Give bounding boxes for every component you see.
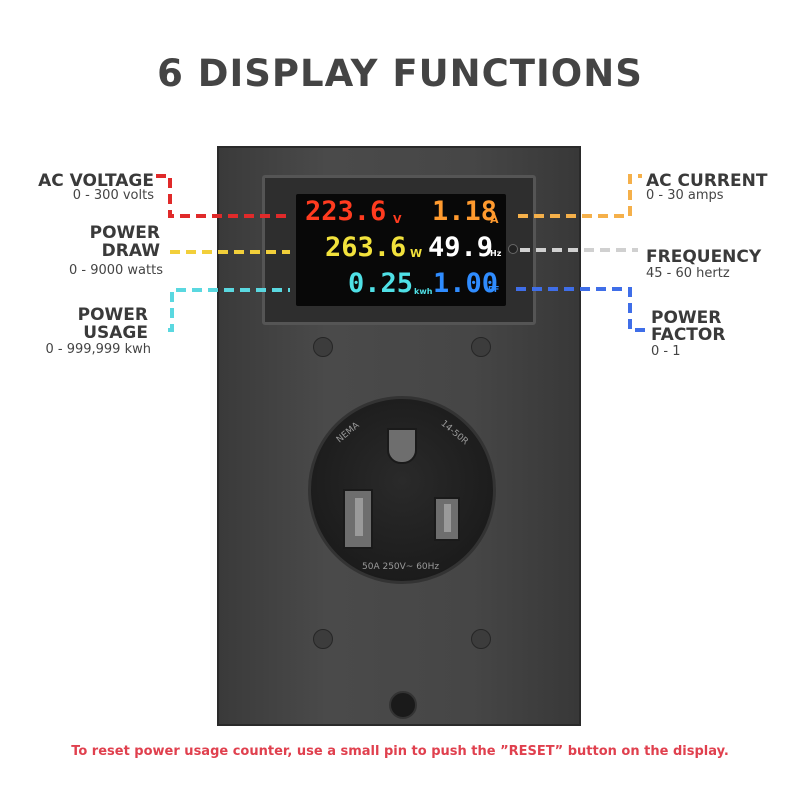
voltage-reading: 223.6 [305,196,387,227]
power-usage-range: 0 - 999,999 kwh [45,342,151,357]
screw [389,691,417,719]
pf-reading: 1.00 [433,268,499,299]
power-factor-label-line2: FACTOR [651,325,726,345]
power-unit: W [410,247,423,260]
energy-unit: kwh [414,287,433,296]
power-factor-callout-line [516,287,645,332]
ac-voltage-label: AC VOLTAGE [38,171,154,191]
mount-hole-top-left [313,337,333,357]
right-slot-contact [444,504,451,532]
voltage-callout-line [156,174,288,218]
nema-socket [308,396,496,584]
power-usage-label-line2: USAGE [83,323,148,343]
power-draw-label-line2: DRAW [101,241,160,261]
power-draw-range: 0 - 9000 watts [68,263,163,278]
reset-button[interactable] [508,244,518,254]
mount-hole-bottom-right [471,629,491,649]
ac-current-range: 0 - 30 amps [646,188,724,203]
reset-instruction: To reset power usage counter, use a smal… [71,744,729,759]
power-factor-range: 0 - 1 [651,344,681,359]
current-reading: 1.18 [432,196,498,227]
frequency-reading: 49.9 [428,232,494,263]
mount-hole-top-right [471,337,491,357]
power-factor-label-line1: POWER [651,308,722,328]
socket-text-bottom: 50A 250V~ 60Hz [362,562,440,572]
power-reading: 263.6 [325,232,407,263]
frequency-label: FREQUENCY [646,247,762,267]
power-draw-label-line1: POWER [89,223,160,243]
ac-voltage-range: 0 - 300 volts [72,188,154,203]
pf-unit: PF [488,285,500,294]
frequency-range: 45 - 60 hertz [646,266,730,281]
power-usage-callout-line [168,288,290,332]
display-screen [296,194,506,306]
energy-reading: 0.25 [348,268,414,299]
mount-hole-bottom-left [313,629,333,649]
ground-slot [387,428,417,464]
frequency-unit: Hz [490,249,502,258]
voltage-unit: V [393,213,402,226]
power-usage-label-line1: POWER [77,305,148,325]
current-unit: A [490,213,499,226]
left-slot-contact [355,498,363,536]
page-title: 6 DISPLAY FUNCTIONS [157,52,643,95]
ac-current-label: AC CURRENT [646,171,768,191]
current-callout-line [518,174,642,218]
